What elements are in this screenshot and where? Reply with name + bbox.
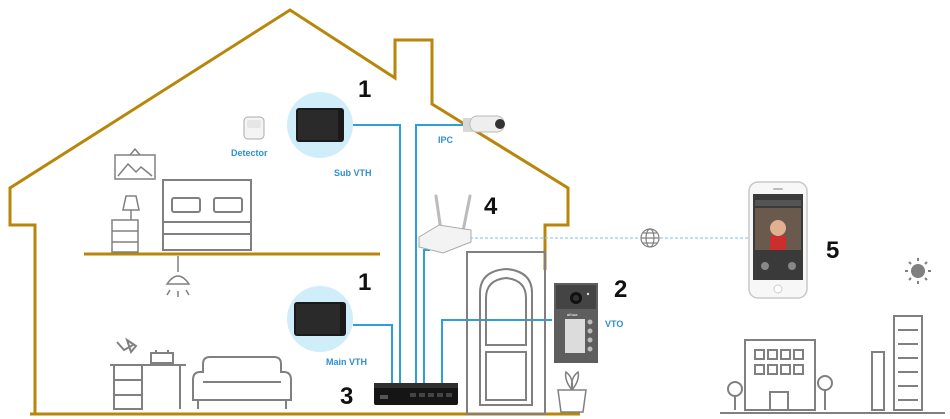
switch-icon (374, 383, 458, 405)
phone-icon (748, 181, 808, 299)
door-icon (466, 251, 546, 415)
main-vth-label: Main VTH (326, 357, 367, 367)
bed-icon (162, 179, 252, 251)
router-number: 4 (484, 193, 498, 220)
ceiling-lamp-icon (165, 256, 191, 297)
main-vth-monitor-icon (287, 286, 353, 352)
building-icon (744, 339, 816, 411)
ipc-label: IPC (438, 135, 454, 145)
detector-label: Detector (231, 148, 268, 158)
plant-icon (557, 370, 587, 413)
router-icon (418, 194, 472, 254)
sofa-icon (192, 356, 292, 409)
sub-vth-label: Sub VTH (334, 168, 372, 178)
main-vth-number: 1 (358, 269, 371, 296)
switch-number: 3 (340, 383, 353, 410)
sun-icon (905, 258, 931, 284)
ipc-camera-icon (463, 115, 505, 133)
sub-vth-number: 1 (358, 76, 371, 103)
vto-brand-text: alhua (567, 312, 578, 317)
desk-icon (110, 337, 186, 410)
vto-label: VTO (605, 319, 623, 329)
vto-intercom-icon (554, 283, 598, 363)
globe-icon (640, 228, 660, 248)
vto-number: 2 (614, 276, 627, 303)
phone-number: 5 (826, 237, 839, 264)
network-cables (353, 124, 552, 383)
tower-building-icon (871, 315, 923, 411)
sub-vth-monitor-icon (287, 92, 353, 158)
picture-icon (114, 147, 156, 180)
detector-icon (243, 116, 265, 140)
nightstand-lamp-icon (111, 195, 140, 253)
tree-icon (727, 375, 833, 410)
